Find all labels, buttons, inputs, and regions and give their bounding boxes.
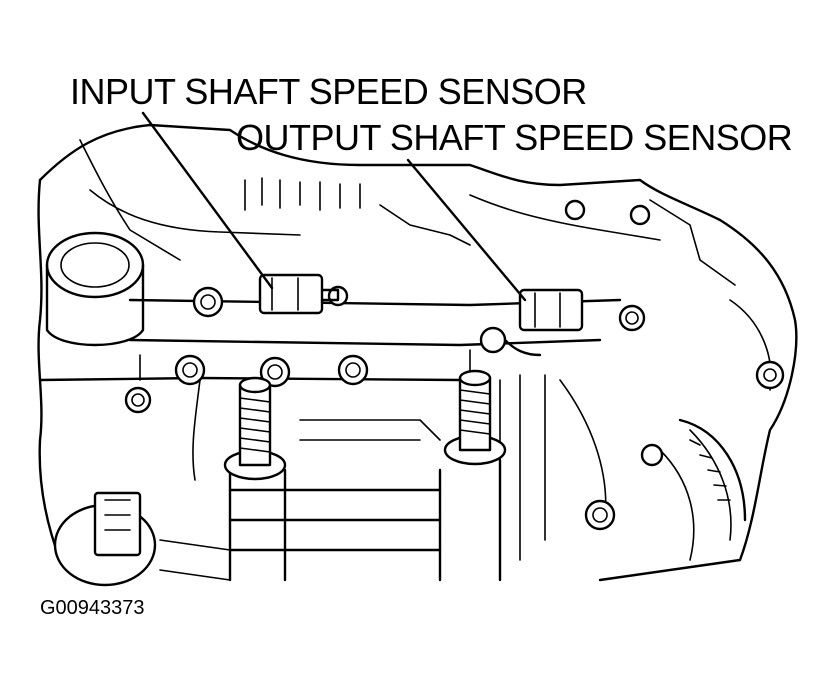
right-stud: [443, 369, 507, 466]
output-shaft-speed-sensor: [479, 288, 584, 357]
lower-left-connector: [53, 491, 157, 587]
valve-body-rails: [38, 298, 622, 582]
output-shaft-speed-sensor-label: OUTPUT SHAFT SPEED SENSOR: [236, 117, 793, 158]
left-cylinder: [45, 231, 145, 347]
bolt-bosses: [124, 199, 785, 531]
input-shaft-speed-sensor: [258, 273, 340, 315]
leader-lines: [141, 111, 527, 302]
figure-id: G00943373: [40, 597, 145, 619]
transmission-housing: [37, 123, 798, 582]
right-gear-arc: [678, 418, 747, 522]
left-stud: [223, 376, 287, 481]
input-shaft-speed-sensor-label: INPUT SHAFT SPEED SENSOR: [70, 71, 587, 112]
